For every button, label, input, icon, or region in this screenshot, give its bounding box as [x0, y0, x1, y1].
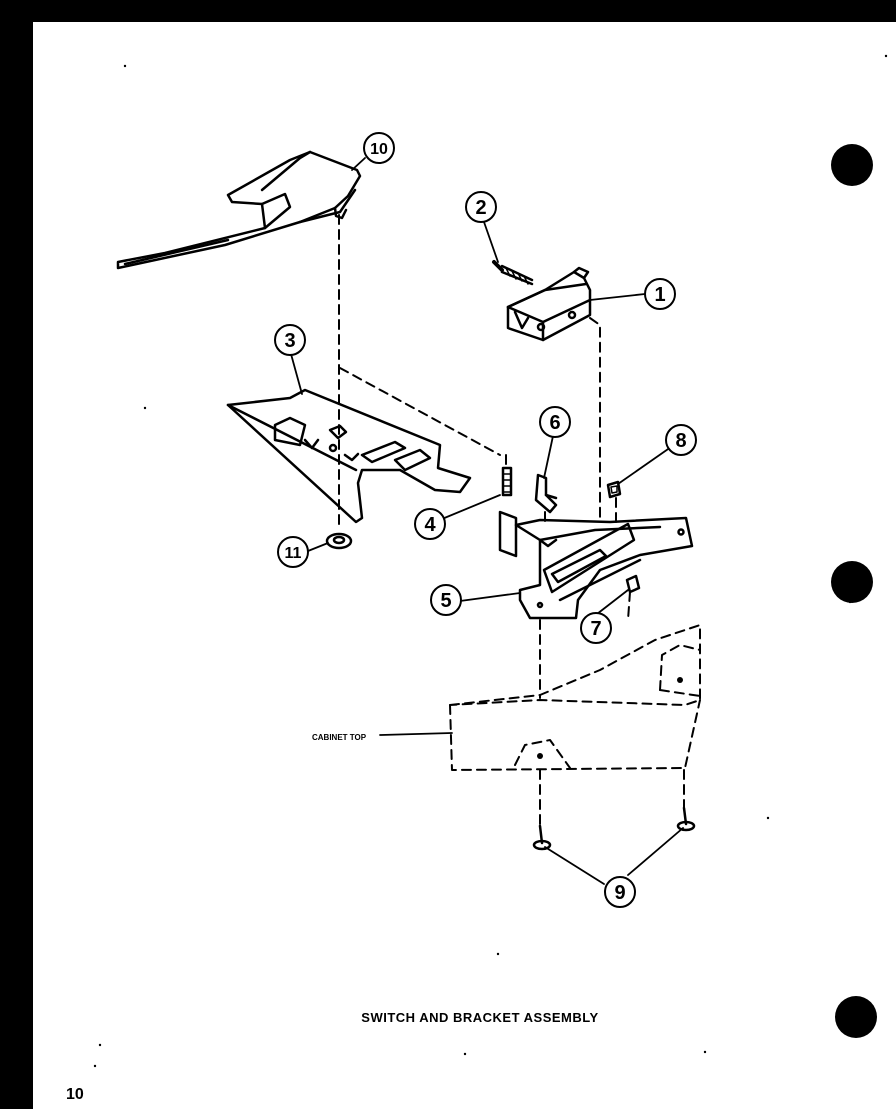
callout-11-text: 11	[285, 545, 302, 562]
callout-2-text: 2	[475, 197, 486, 219]
part-11-nut	[325, 532, 353, 550]
callout-3: 3	[274, 324, 306, 356]
callout-8-text: 8	[675, 430, 686, 452]
callout-7: 7	[580, 612, 612, 644]
figure-caption: SWITCH AND BRACKET ASSEMBLY	[361, 1010, 599, 1025]
callout-4-text: 4	[424, 514, 436, 536]
callout-1-text: 1	[654, 284, 665, 306]
part-3-bracket-plate	[226, 388, 472, 524]
callout-5-text: 5	[440, 590, 451, 612]
callout-10: 10	[363, 132, 395, 164]
part-10-handle	[116, 150, 362, 270]
cabinet-top-hole-2	[537, 753, 543, 759]
binder-holes	[831, 144, 877, 1038]
callout-7-text: 7	[590, 618, 601, 640]
cabinet-top-outline	[449, 624, 701, 771]
part-6-clip	[534, 473, 558, 514]
part-1-switch	[506, 266, 592, 342]
cabinet-top-hole	[677, 677, 683, 683]
callout-3-text: 3	[284, 330, 295, 352]
part-2-screw	[492, 260, 534, 286]
callout-10-text: 10	[370, 141, 388, 158]
part-9-screws	[532, 806, 696, 851]
binder-hole-top	[831, 144, 873, 186]
callout-9-text: 9	[614, 882, 625, 904]
page-number: 10	[66, 1086, 84, 1103]
page-sheet	[33, 22, 896, 1109]
callouts: 1 2 3 4 5 6 7 8 9 10 11	[274, 132, 697, 908]
callout-9: 9	[604, 876, 636, 908]
part-4-spring	[501, 466, 513, 497]
part-7-tab	[625, 574, 641, 594]
callout-8: 8	[665, 424, 697, 456]
callout-1: 1	[644, 278, 676, 310]
binder-hole-middle	[831, 561, 873, 603]
part-5-mounting-bracket	[498, 510, 694, 620]
leader-lines	[290, 157, 684, 885]
callout-6-text: 6	[549, 412, 560, 434]
callout-11: 11	[277, 536, 309, 568]
callout-5: 5	[430, 584, 462, 616]
part-8-square	[606, 480, 622, 499]
binder-hole-bottom	[835, 996, 877, 1038]
callout-4: 4	[414, 508, 446, 540]
callout-2: 2	[465, 191, 497, 223]
callout-6: 6	[539, 406, 571, 438]
specks	[93, 54, 888, 1068]
cabinet-top-label: CABINET TOP	[312, 733, 367, 742]
assembly-lines	[338, 214, 685, 827]
